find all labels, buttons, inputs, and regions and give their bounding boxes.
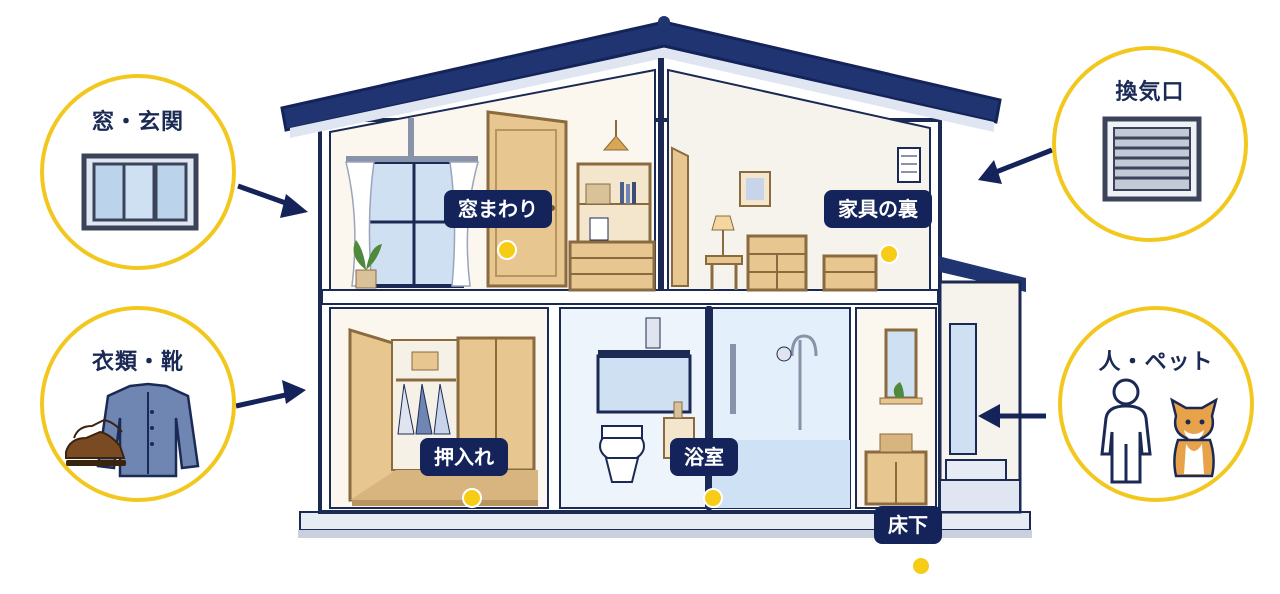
callout-vent-title: 換気口 (1115, 80, 1185, 105)
callout-window-entrance-title: 窓・玄関 (91, 110, 184, 135)
marker-window-area (497, 240, 517, 260)
marker-bathroom (703, 488, 723, 508)
callout-window-entrance: 窓・玄関 (40, 74, 236, 270)
callout-vent: 換気口 (1052, 46, 1248, 242)
jacket-and-shoes-icon (65, 382, 200, 478)
arrow-vent (978, 147, 1053, 184)
marker-under-floor (911, 556, 931, 576)
arrow-clothes-shoes (235, 380, 306, 409)
arrow-window-entrance (237, 183, 308, 218)
callout-clothes-shoes: 衣類・靴 (40, 306, 236, 502)
marker-behind-furniture (879, 244, 899, 264)
label-closet: 押入れ (420, 438, 508, 476)
label-under-floor: 床下 (874, 506, 942, 544)
person-and-dog-icon (1100, 378, 1218, 484)
label-window-area: 窓まわり (444, 190, 552, 228)
callout-people-pets-title: 人・ペット (1098, 350, 1214, 375)
label-behind-furniture: 家具の裏 (824, 190, 932, 228)
callout-people-pets: 人・ペット (1058, 306, 1254, 502)
callout-clothes-shoes-title: 衣類・靴 (91, 350, 184, 375)
vent-grille-icon (1102, 116, 1202, 202)
arrow-people-pets (978, 404, 1046, 428)
floor-slab (321, 289, 939, 305)
marker-closet (462, 488, 482, 508)
label-bathroom: 浴室 (670, 438, 738, 476)
sliding-window-icon (81, 153, 199, 231)
